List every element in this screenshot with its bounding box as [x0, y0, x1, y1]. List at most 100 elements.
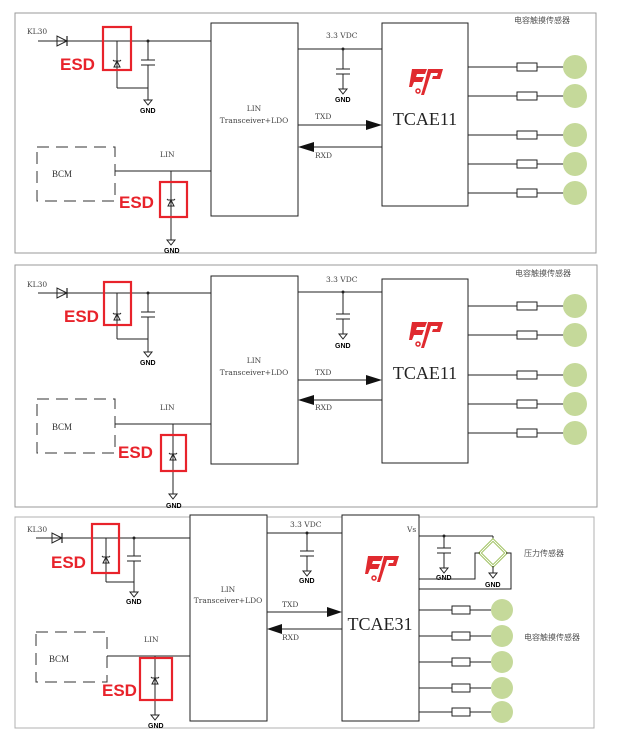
kl30-label: KL30 — [27, 525, 47, 534]
ground-icon — [487, 572, 499, 579]
arrow-left-icon — [298, 395, 314, 405]
vdc-label: 3.3 VDC — [326, 275, 358, 284]
touch-pad[interactable] — [563, 55, 587, 79]
touch-pad[interactable] — [563, 392, 587, 416]
bridge-sense-wire-2 — [419, 552, 512, 590]
resistor-icon — [516, 62, 538, 72]
ground-icon — [128, 591, 140, 598]
gnd-label: GND — [126, 599, 142, 606]
schematic-3-svg: KL30 ESD GND BCM LIN ESD GND LIN Transce… — [14, 514, 595, 730]
kl30-label: KL30 — [27, 280, 47, 289]
capacitor-icon — [127, 555, 141, 562]
arrow-right-icon — [366, 375, 382, 385]
touch-pad[interactable] — [563, 323, 587, 347]
touch-pad[interactable] — [491, 625, 513, 647]
touch-channel — [468, 123, 587, 147]
lin-label: LIN — [160, 150, 175, 159]
touch-sensor-label: 电容触摸传感器 — [514, 15, 570, 25]
gnd-label: GND — [148, 723, 164, 730]
tvs-diode-icon — [112, 312, 122, 321]
capacitor-icon — [336, 68, 350, 75]
touch-pad[interactable] — [563, 181, 587, 205]
touch-pad[interactable] — [491, 701, 513, 723]
touch-pad[interactable] — [491, 677, 513, 699]
touch-sensor-label: 电容触摸传感器 — [524, 632, 580, 642]
resistor-icon — [516, 130, 538, 140]
rxd-label: RXD — [315, 403, 332, 412]
touch-channel — [419, 599, 513, 621]
txd-label: TXD — [282, 600, 298, 609]
transceiver-title: LIN — [247, 356, 262, 365]
ground-icon — [149, 714, 161, 721]
capacitor-icon — [141, 311, 155, 318]
bcm-module-box — [36, 398, 116, 454]
touch-channel — [419, 677, 513, 699]
tcae31-chip-block — [341, 514, 420, 722]
touch-pad[interactable] — [563, 123, 587, 147]
touch-channel — [468, 55, 587, 79]
ground-icon — [142, 99, 154, 106]
arrow-left-icon — [267, 624, 282, 634]
touch-channel — [468, 294, 587, 318]
gnd-label: GND — [140, 360, 156, 367]
kl30-label: KL30 — [27, 27, 47, 36]
gnd-label: GND — [164, 248, 180, 254]
tvs-diode-icon — [101, 555, 111, 564]
resistor-icon — [451, 605, 471, 615]
touch-channel — [468, 152, 587, 176]
gnd-label: GND — [299, 578, 315, 585]
bcm-label: BCM — [49, 654, 69, 664]
chip-label: TCAE11 — [393, 363, 457, 383]
schematic-2-svg: KL30 ESD GND BCM LIN ESD GND LIN Transce… — [14, 264, 598, 510]
touch-pad[interactable] — [563, 152, 587, 176]
touch-pad[interactable] — [563, 294, 587, 318]
transceiver-subtitle: Transceiver+LDO — [220, 116, 288, 125]
capacitor-icon — [437, 547, 451, 554]
esd-label: ESD — [119, 193, 154, 212]
bcm-label: BCM — [52, 169, 72, 179]
panel-border — [14, 516, 595, 729]
touch-pad[interactable] — [563, 363, 587, 387]
touch-pad[interactable] — [563, 421, 587, 445]
tvs-diode-icon — [168, 452, 178, 461]
chip-label: TCAE11 — [393, 109, 457, 129]
ground-icon — [167, 493, 179, 500]
bcm-module-box — [36, 146, 116, 202]
touch-pad[interactable] — [563, 84, 587, 108]
tvs-diode-icon — [150, 676, 160, 685]
esd-label: ESD — [51, 553, 86, 572]
tcae-logo-icon — [409, 69, 443, 95]
capacitor-icon — [300, 550, 314, 557]
gnd-label: GND — [335, 97, 351, 104]
rxd-label: RXD — [282, 633, 299, 642]
tcae-logo-icon — [365, 556, 399, 582]
tcae-logo-icon — [409, 322, 443, 348]
bridge-sense-wire-1 — [419, 552, 480, 580]
arrow-right-icon — [366, 120, 382, 130]
tcae11-chip-block — [381, 22, 469, 207]
gnd-label: GND — [335, 343, 351, 350]
panel-border — [14, 12, 597, 254]
reverse-protection-diode-icon — [51, 532, 64, 544]
arrow-right-icon — [327, 607, 342, 617]
arrow-left-icon — [298, 142, 314, 152]
esd-highlight-box — [159, 433, 188, 473]
resistor-icon — [451, 657, 471, 667]
tvs-diode-icon — [112, 59, 122, 68]
gnd-label: GND — [485, 582, 501, 589]
resistor-icon — [516, 370, 538, 380]
ground-icon — [438, 567, 450, 574]
esd-highlight-box — [158, 180, 189, 219]
transceiver-subtitle: Transceiver+LDO — [194, 596, 262, 605]
esd-highlight-box — [138, 656, 174, 702]
touch-channel — [468, 323, 587, 347]
touch-pad[interactable] — [491, 599, 513, 621]
reverse-protection-diode-icon — [56, 35, 69, 47]
schematic-panel-2: KL30 ESD GND BCM LIN ESD GND LIN Transce… — [14, 262, 614, 510]
ground-icon — [337, 333, 349, 340]
touch-pad[interactable] — [491, 651, 513, 673]
tvs-diode-icon — [166, 198, 176, 207]
resistor-icon — [516, 301, 538, 311]
touch-channel — [419, 701, 513, 723]
touch-channel — [468, 181, 587, 205]
